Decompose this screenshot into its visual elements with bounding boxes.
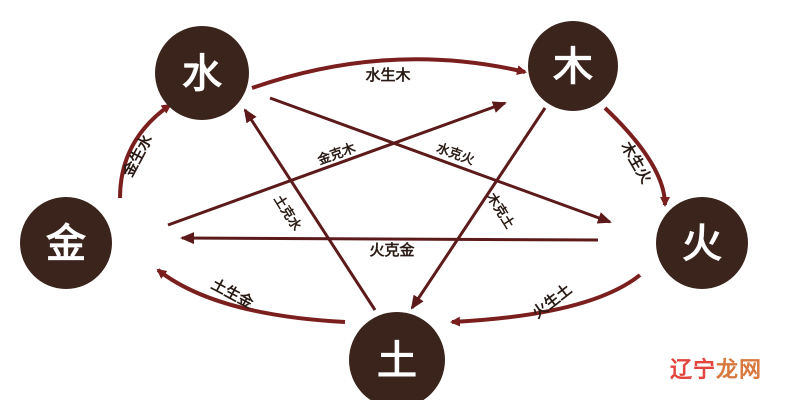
arrow-water-to-fire (269, 96, 612, 224)
label-metal-generates-water: 金生水 (119, 131, 157, 181)
arrow-wood-to-earth (410, 107, 547, 310)
generating-cycle (118, 57, 670, 327)
label-fire-overcomes-metal: 火克金 (369, 241, 415, 259)
node-wood-label: 木 (553, 43, 593, 90)
node-metal: 金 (20, 197, 112, 289)
arrow-fire-to-earth (450, 273, 642, 327)
arrow-wood-to-fire (603, 106, 670, 207)
arrow-metal-to-wood (167, 101, 507, 227)
node-fire: 火 (656, 197, 748, 289)
node-metal-label: 金 (45, 220, 87, 267)
watermark-part2: 龙网 (715, 358, 762, 383)
arrow-metal-to-water (118, 103, 172, 199)
node-earth-label: 土 (377, 337, 417, 384)
label-earth-overcomes-water: 土克水 (270, 192, 305, 234)
arrow-earth-to-metal (156, 268, 346, 324)
node-fire-label: 火 (682, 220, 722, 267)
arrow-fire-to-metal (180, 232, 599, 245)
label-water-generates-wood: 水生木 (365, 66, 411, 84)
label-wood-overcomes-earth: 木克土 (483, 189, 518, 231)
node-water: 水 (155, 26, 249, 120)
label-fire-generates-earth: 火生土 (529, 280, 576, 322)
overcoming-star (167, 96, 612, 311)
node-water-label: 水 (182, 50, 223, 97)
watermark-part1: 辽宁 (669, 358, 716, 383)
node-wood: 木 (528, 21, 618, 111)
arrow-earth-to-water (243, 108, 377, 311)
node-earth: 土 (349, 312, 445, 400)
arrow-water-to-wood (251, 57, 527, 90)
watermark-logo: 辽宁龙网 (670, 352, 762, 384)
